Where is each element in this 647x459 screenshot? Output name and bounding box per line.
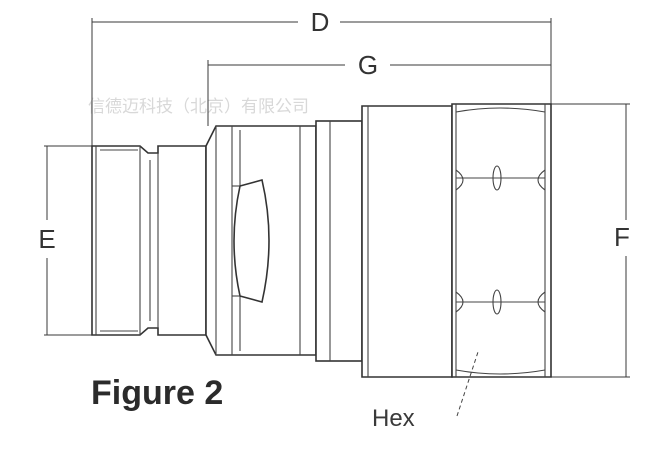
dimension-e-label: E [38,224,55,254]
hex-callout: Hex [372,351,479,432]
dimension-d: D [91,7,552,150]
dimension-d-label: D [311,7,330,37]
dimension-e: E [38,145,92,336]
locking-sleeve [205,125,317,356]
dimension-g: G [207,50,551,126]
hex-label: Hex [372,405,415,432]
dimension-g-label: G [358,50,378,80]
plug-nipple [91,145,207,336]
hex-nut [451,103,552,378]
watermark-top: 信德迈科技（北京）有限公司 [88,97,309,117]
dimension-f-label: F [614,222,630,252]
dimension-f: F [551,103,630,378]
coupler-body [315,105,453,378]
figure-caption: Figure 2 [91,374,223,412]
